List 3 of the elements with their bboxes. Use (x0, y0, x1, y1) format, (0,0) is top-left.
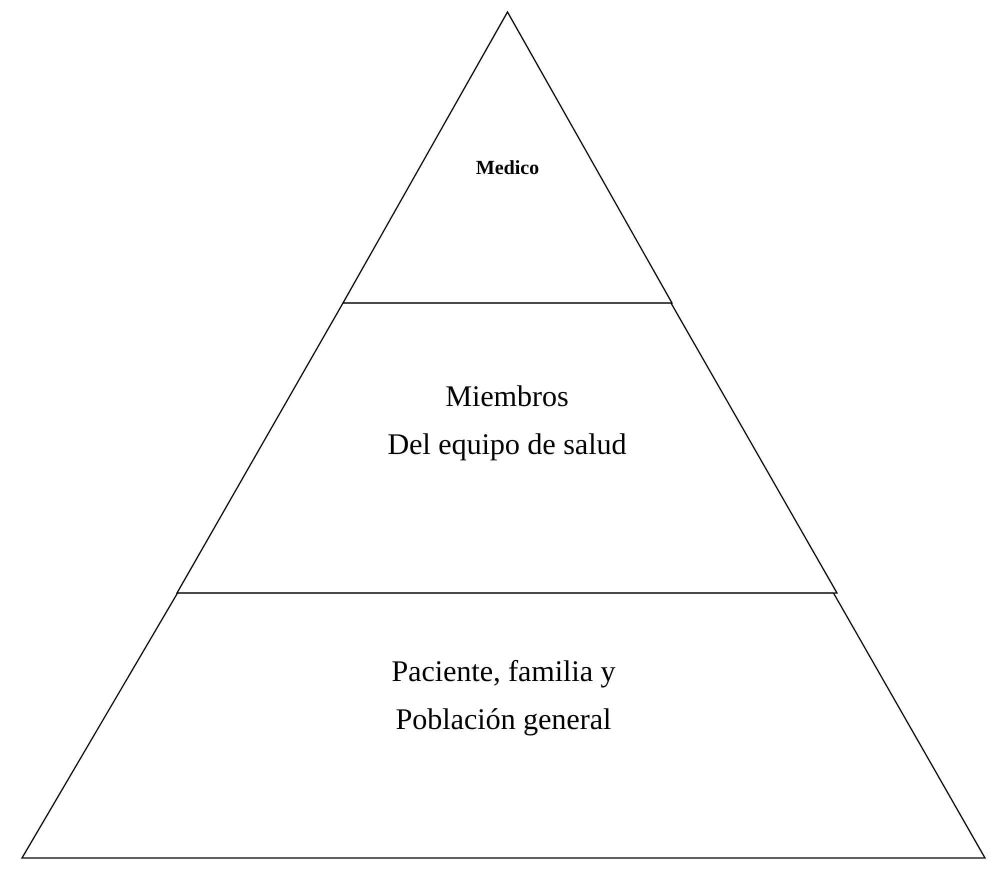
tier-label: Paciente, familia y Población general (391, 654, 616, 738)
tier-label: Miembros Del equipo de salud (387, 379, 627, 463)
tier-label: Medico (476, 156, 540, 181)
